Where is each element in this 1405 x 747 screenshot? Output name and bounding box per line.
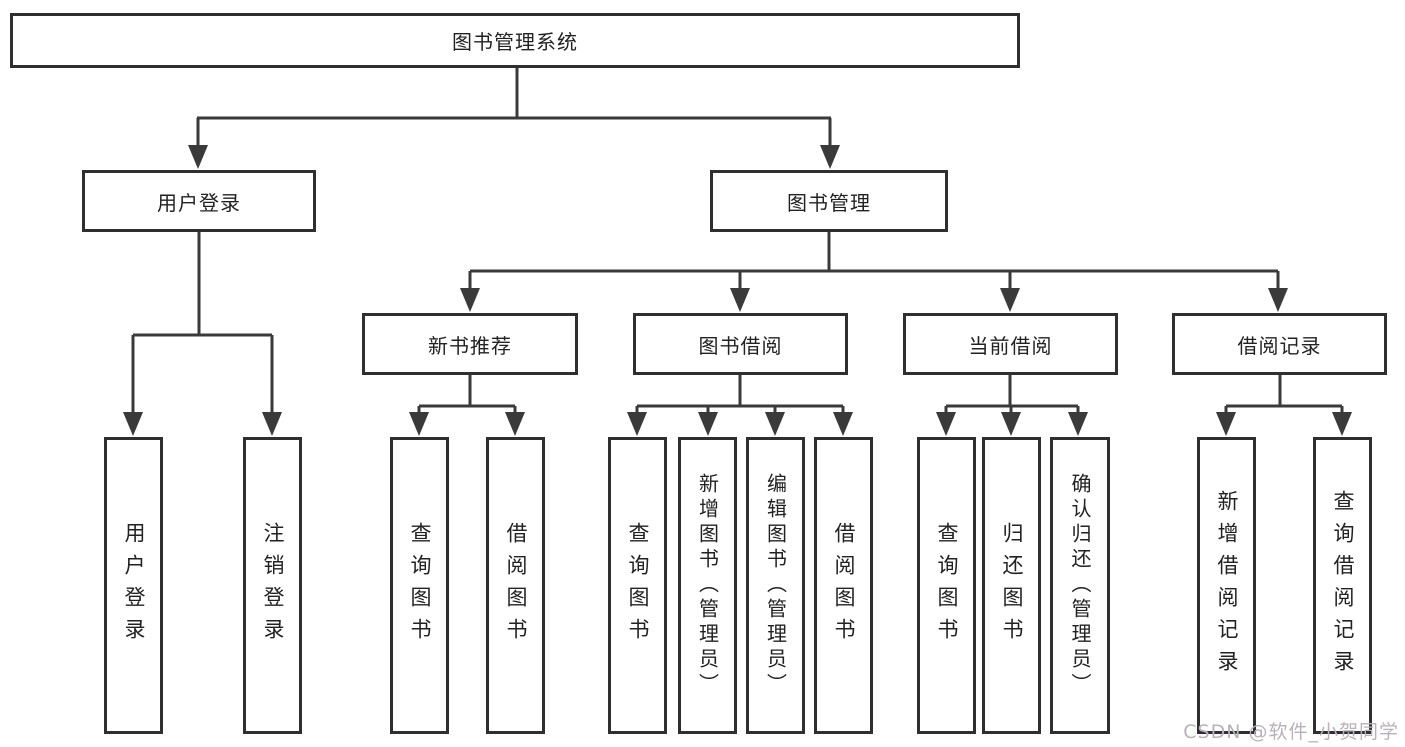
leaf-confirm-return-admin: 确认归还（管理员） xyxy=(1050,437,1110,734)
leaf-query-books-borrow: 查询图书 xyxy=(608,437,667,734)
csdn-watermark: CSDN @软件_小贺同学 xyxy=(1183,721,1399,743)
connector-userlogin-to-children xyxy=(131,232,274,414)
node-root-label: 图书管理系统 xyxy=(452,30,578,54)
node-book-borrow: 图书借阅 xyxy=(633,313,848,375)
connector-root-to-level2 xyxy=(196,68,832,148)
leaf-borrow-books-label: 借阅图书 xyxy=(832,521,856,650)
leaf-return-books-label: 归还图书 xyxy=(1000,521,1024,650)
leaf-borrow-books-recommend: 借阅图书 xyxy=(486,437,545,734)
node-current-borrow-label: 当前借阅 xyxy=(968,333,1053,358)
node-borrow-records-label: 借阅记录 xyxy=(1237,333,1322,358)
connector-borrow-to-children xyxy=(635,375,845,414)
leaf-logout: 注销登录 xyxy=(243,437,302,734)
leaf-query-books-current: 查询图书 xyxy=(917,437,976,734)
arrowheads xyxy=(123,145,1352,436)
node-new-book-recommend-label: 新书推荐 xyxy=(428,333,512,358)
connector-newbooks-to-children xyxy=(417,375,517,414)
leaf-query-books-current-label: 查询图书 xyxy=(935,521,959,650)
leaf-edit-books-admin: 编辑图书（管理员） xyxy=(746,437,805,734)
leaf-add-borrow-record-label: 新增借阅记录 xyxy=(1215,489,1239,682)
leaf-query-borrow-record: 查询借阅记录 xyxy=(1313,437,1372,734)
leaf-borrow-books-recommend-label: 借阅图书 xyxy=(504,521,528,650)
leaf-user-login: 用户登录 xyxy=(104,437,163,734)
node-book-borrow-label: 图书借阅 xyxy=(698,333,783,358)
node-root: 图书管理系统 xyxy=(10,13,1020,68)
node-borrow-records: 借阅记录 xyxy=(1172,313,1387,375)
leaf-user-login-label: 用户登录 xyxy=(122,521,146,650)
leaf-borrow-books: 借阅图书 xyxy=(814,437,873,734)
node-current-borrow: 当前借阅 xyxy=(903,313,1118,375)
leaf-add-books-admin: 新增图书（管理员） xyxy=(678,437,737,734)
leaf-confirm-return-admin-label: 确认归还（管理员） xyxy=(1068,473,1092,698)
leaf-query-books-borrow-label: 查询图书 xyxy=(626,521,650,650)
connector-current-to-children xyxy=(944,375,1080,414)
leaf-query-books-recommend: 查询图书 xyxy=(390,437,449,734)
leaf-query-borrow-record-label: 查询借阅记录 xyxy=(1331,489,1355,682)
leaf-return-books: 归还图书 xyxy=(982,437,1041,734)
leaf-add-borrow-record: 新增借阅记录 xyxy=(1197,437,1256,734)
connector-records-to-children xyxy=(1224,375,1344,414)
node-book-management-label: 图书管理 xyxy=(787,190,871,215)
connector-bookmgmt-to-level3 xyxy=(468,232,1280,290)
node-new-book-recommend: 新书推荐 xyxy=(362,313,578,375)
node-user-login: 用户登录 xyxy=(82,170,316,232)
leaf-logout-label: 注销登录 xyxy=(261,521,285,650)
leaf-query-books-recommend-label: 查询图书 xyxy=(408,521,432,650)
node-user-login-label: 用户登录 xyxy=(157,190,241,215)
node-book-management: 图书管理 xyxy=(710,170,948,232)
leaf-add-books-admin-label: 新增图书（管理员） xyxy=(695,473,720,698)
leaf-edit-books-admin-label: 编辑图书（管理员） xyxy=(763,473,788,698)
